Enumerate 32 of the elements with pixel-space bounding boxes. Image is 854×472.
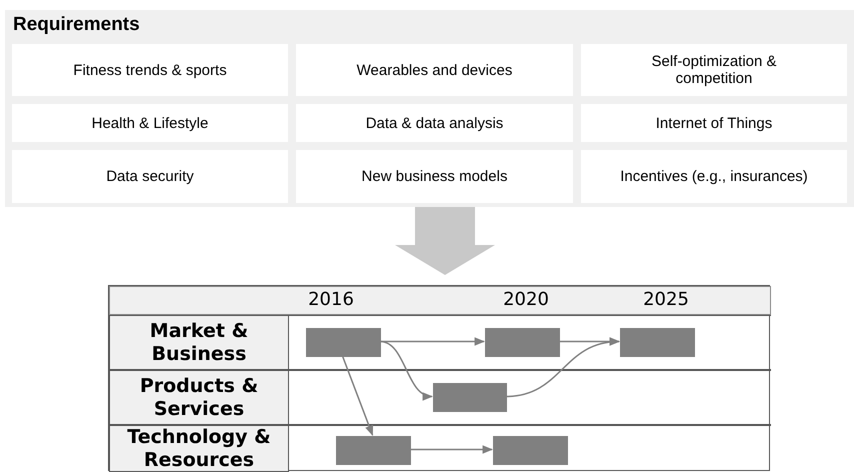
roadmap-item-box [493, 436, 568, 465]
roadmap-item-box [485, 328, 560, 357]
requirement-text: Wearables and devices [356, 62, 512, 78]
requirement-text: Internet of Things [656, 114, 772, 132]
arrow [410, 445, 494, 454]
requirement-text: Data & data analysis [366, 114, 504, 132]
panel-background [5, 10, 854, 207]
roadmap-item-box [620, 328, 695, 357]
arrow [506, 338, 620, 398]
row-label: Technology & Resources [126, 426, 272, 472]
requirement-text: Incentives (e.g., insurances) [620, 168, 808, 185]
row-header [109, 425, 289, 472]
year-label: 2025 [642, 289, 690, 310]
panel-heading: Requirements [13, 14, 140, 36]
row-header [109, 370, 289, 425]
roadmap-item-box [433, 383, 507, 412]
row-label: Market & Business [148, 320, 250, 366]
roadmap-item-box [336, 436, 411, 465]
row-label: Products & Services [138, 374, 260, 420]
requirement-text: Fitness trends & sports [73, 62, 227, 78]
requirement-text: Health & Lifestyle [92, 114, 208, 132]
arrow [342, 356, 374, 436]
year-label: 2016 [307, 289, 355, 310]
arrow [380, 340, 434, 399]
year-label: 2020 [502, 289, 550, 310]
requirement-text: Data security [106, 168, 194, 185]
requirement-text: New business models [362, 168, 508, 185]
block-arrow [395, 207, 495, 275]
requirement-text: Self-optimization & competition [650, 53, 778, 87]
row-header [109, 315, 289, 370]
roadmap-item-box [306, 328, 381, 357]
roadmap-table [108, 285, 770, 471]
